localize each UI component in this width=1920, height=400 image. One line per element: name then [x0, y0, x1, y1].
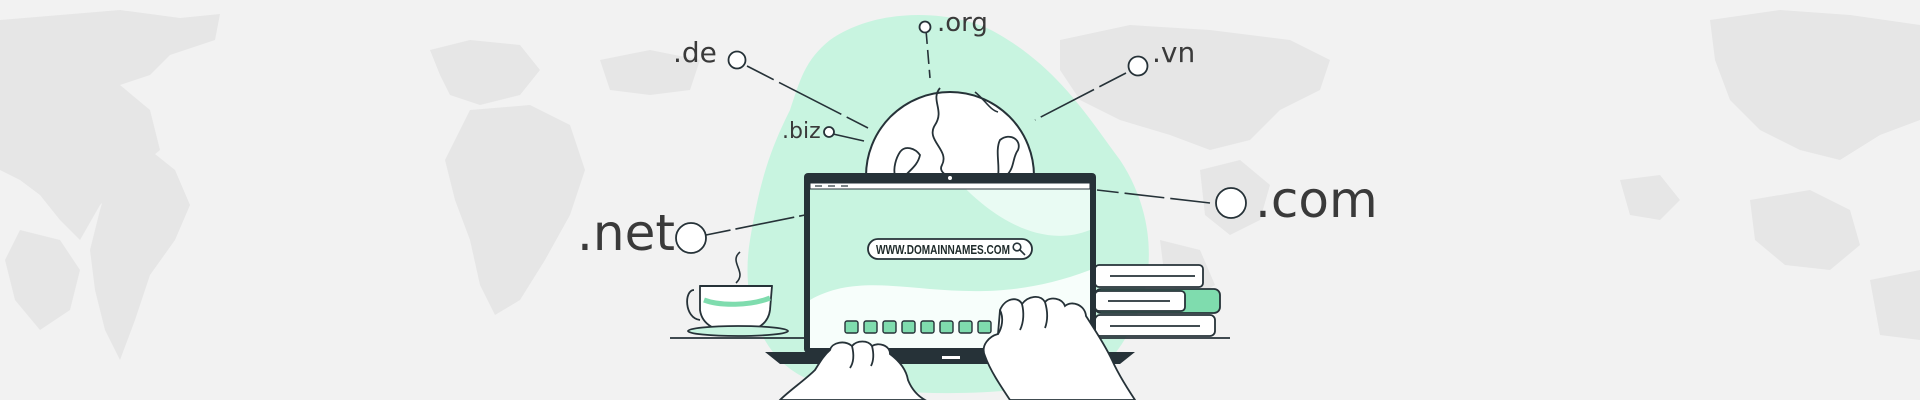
domain-labels: .org .de .vn .biz .com .net	[577, 8, 1378, 262]
node-com	[1215, 187, 1247, 219]
hands-icon	[778, 296, 1137, 400]
coffee-cup-icon	[670, 251, 820, 339]
world-map-background	[0, 10, 1920, 360]
node-vn	[1127, 55, 1149, 77]
search-icon[interactable]	[1012, 242, 1026, 256]
globe-icon	[864, 87, 1036, 177]
connector-lines	[705, 29, 1211, 236]
domain-nodes	[675, 20, 1247, 254]
node-org	[918, 20, 932, 34]
label-net: .net	[577, 204, 675, 262]
books-icon	[1090, 264, 1230, 339]
label-com: .com	[1255, 171, 1378, 229]
url-text: WWW.DOMAINNAMES.COM	[876, 243, 1010, 257]
laptop-icon	[765, 173, 1135, 364]
label-de: .de	[673, 36, 717, 69]
label-biz: .biz	[782, 119, 821, 144]
node-net	[675, 222, 707, 254]
node-biz	[823, 126, 835, 138]
url-bar[interactable]: WWW.DOMAINNAMES.COM	[867, 238, 1033, 260]
node-de	[727, 50, 747, 70]
label-org: .org	[937, 8, 988, 38]
label-vn: .vn	[1152, 36, 1195, 69]
keyboard-keys	[844, 320, 992, 334]
